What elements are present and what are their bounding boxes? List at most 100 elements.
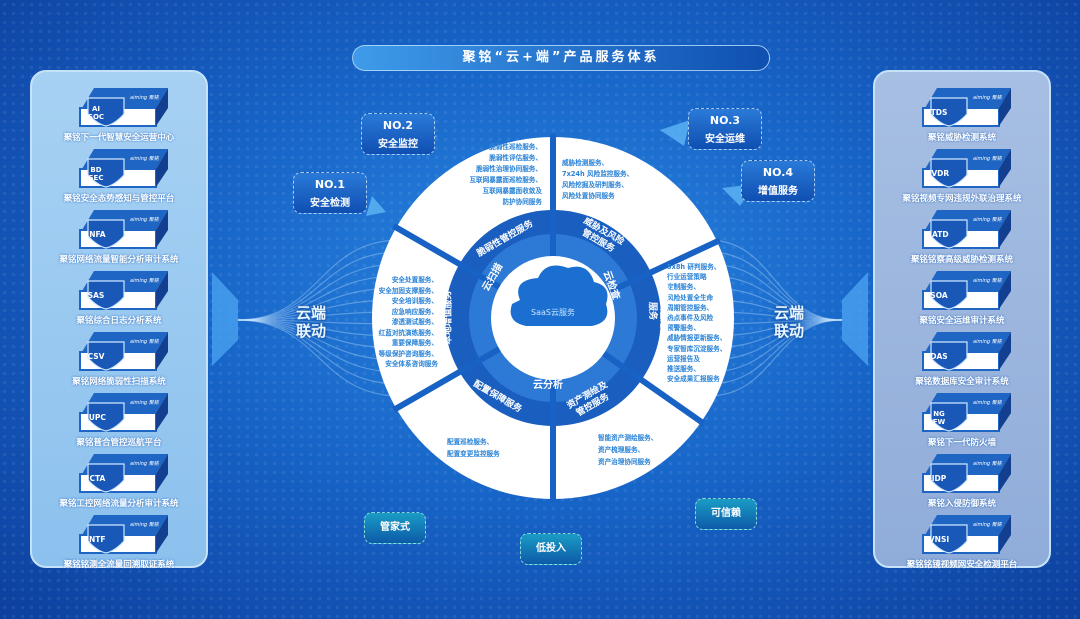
product-name: 聚铭下一代智慧安全运营中心 <box>63 133 175 143</box>
svg-text:aiming 聚铭: aiming 聚铭 <box>973 155 1003 162</box>
cloud-edge-linkage-right: 云端联动 <box>774 304 805 340</box>
fan-line <box>237 239 401 321</box>
service-item: 风险处置全生命 <box>667 293 714 302</box>
service-item: 安全成果汇报服务 <box>667 375 720 384</box>
segment-divider <box>392 346 501 413</box>
svg-text:aiming 聚铭: aiming 聚铭 <box>973 521 1003 528</box>
product-name: 聚铭入侵防御系统 <box>927 499 996 509</box>
svg-text:aiming 聚铭: aiming 聚铭 <box>973 460 1003 467</box>
svg-text:aiming 聚铭: aiming 聚铭 <box>973 94 1003 101</box>
service-item: 运营报告及 <box>667 354 700 363</box>
service-item: 专家智库沉淀服务、 <box>667 344 727 353</box>
appliance-icon: aiming 聚铭 <box>79 332 168 371</box>
service-item: 等级保护咨询服务、 <box>378 349 438 358</box>
svg-text:aiming 聚铭: aiming 聚铭 <box>130 338 160 345</box>
ops-service-title: 高级安全运营服务 <box>647 283 669 339</box>
svg-text:aiming 聚铭: aiming 聚铭 <box>973 277 1003 284</box>
segment-divider <box>607 237 722 295</box>
service-item: 配置巡检服务、 <box>447 438 494 446</box>
service-item: 防护协同服务 <box>502 198 542 206</box>
product-name: 聚铭网络流量智能分析审计系统 <box>59 255 179 265</box>
product-code: TDS <box>930 108 948 117</box>
cloud-edge-linkage-left: 云端联动 <box>296 304 327 340</box>
segment-divider <box>602 351 706 426</box>
segment-divider <box>392 223 501 290</box>
fan-line <box>237 275 401 321</box>
feature-low-cost: 低投入 <box>520 533 582 565</box>
svg-text:aiming 聚铭: aiming 聚铭 <box>130 460 160 467</box>
product-code: iUPC <box>86 413 106 422</box>
service-item: 资产梳理服务、 <box>598 446 645 454</box>
svg-text:aiming 聚铭: aiming 聚铭 <box>130 155 160 162</box>
product-name: 聚铭铭镜视频网安全检测平台 <box>906 560 1018 570</box>
product-item: aiming 聚铭 SOA 聚铭安全运维审计系统 <box>875 269 1049 329</box>
appliance-icon: aiming 聚铭 <box>922 515 1011 554</box>
product-item: aiming 聚铭 iUPC 聚铭普合管控巡航平台 <box>32 391 206 451</box>
product-code: DAS <box>930 352 948 361</box>
product-item: aiming 聚铭 TDS 聚铭威胁检测系统 <box>875 86 1049 146</box>
product-code: ICTA <box>86 474 106 483</box>
product-name: 聚铭数据库安全审计系统 <box>915 377 1009 387</box>
appliance-icon: aiming 聚铭 <box>922 210 1011 249</box>
service-item: 红蓝对抗演练服务、 <box>378 328 438 337</box>
product-item: aiming 聚铭 iATD 聚铭铭察高级威胁检测系统 <box>875 208 1049 268</box>
service-item: 渗透测试服务、 <box>391 318 438 326</box>
svg-text:aiming 聚铭: aiming 聚铭 <box>973 216 1003 223</box>
appliance-icon: aiming 聚铭 <box>79 393 168 432</box>
product-name: 聚铭网络脆弱性扫描系统 <box>72 377 166 387</box>
appliance-icon: aiming 聚铭 <box>922 88 1011 127</box>
product-code: CSV <box>87 352 105 361</box>
appliance-icon: aiming 聚铭 <box>922 454 1011 493</box>
cycle-cloud-analysis: 云分析 <box>533 380 563 391</box>
ops-service-items: 5x8h 研判服务、行业运营策略定制服务、风险处置全生命周期管控服务、热点事件及… <box>667 262 726 384</box>
service-item: 安全培训服务、 <box>391 297 438 305</box>
product-item: aiming 聚铭 IDP 聚铭入侵防御系统 <box>875 452 1049 512</box>
appliance-icon: aiming 聚铭 <box>922 393 1011 432</box>
appliance-icon: aiming 聚铭 <box>79 515 168 554</box>
fan-line <box>707 239 843 321</box>
appliance-icon: aiming 聚铭 <box>922 271 1011 310</box>
service-item: 脆弱性评估服务、 <box>489 154 542 162</box>
appliance-icon: aiming 聚铭 <box>79 210 168 249</box>
product-code: iNTF <box>86 535 106 544</box>
service-item: 风险处置协同服务 <box>562 192 615 200</box>
fan-line <box>707 263 843 321</box>
service-wheel <box>372 134 734 502</box>
product-code: SOA <box>930 291 948 300</box>
product-name: 聚铭普合管控巡航平台 <box>76 438 162 448</box>
arrow-icon <box>660 120 690 146</box>
product-item: aiming 聚铭 DAS 聚铭数据库安全审计系统 <box>875 330 1049 390</box>
service-item: 热点事件及风险 <box>667 314 714 323</box>
appliance-icon: aiming 聚铭 <box>79 454 168 493</box>
fan-line <box>237 319 401 385</box>
product-code: iATD <box>929 230 949 239</box>
service-item: 安全体系咨询服务 <box>385 360 438 368</box>
local-service-items: 安全处置服务、安全加固支撑服务、安全培训服务、应急响应服务、渗透测试服务、红蓝对… <box>366 275 438 370</box>
service-item: 资产治理协同服务 <box>598 458 651 466</box>
product-name: 聚铭铭察高级威胁检测系统 <box>910 255 1013 265</box>
arrow-icon <box>366 196 386 216</box>
svg-text:aiming 聚铭: aiming 聚铭 <box>973 399 1003 406</box>
product-name: 聚铭威胁检测系统 <box>927 133 996 143</box>
service-item: 配置变更监控服务 <box>447 450 500 458</box>
appliance-icon: aiming 聚铭 <box>922 149 1011 188</box>
service-item: 7x24h 风险监控服务、 <box>562 170 634 178</box>
service-item: 风险挖掘及研判服务、 <box>562 181 628 189</box>
service-item: 5x8h 研判服务、 <box>667 263 721 271</box>
local-service-title: 本地增值服务 <box>443 290 454 345</box>
page-title: 聚铭“云+端”产品服务体系 <box>352 45 770 71</box>
config-service-items: 配置巡检服务、配置变更监控服务 <box>447 436 500 460</box>
fan-line <box>707 251 843 321</box>
product-name: 聚铭安全运维审计系统 <box>919 316 1005 326</box>
appliance-icon: aiming 聚铭 <box>79 149 168 188</box>
fan-line <box>237 319 401 397</box>
svg-text:aiming 聚铭: aiming 聚铭 <box>130 399 160 406</box>
appliance-icon: aiming 聚铭 <box>922 332 1011 371</box>
fan-line <box>707 319 843 397</box>
